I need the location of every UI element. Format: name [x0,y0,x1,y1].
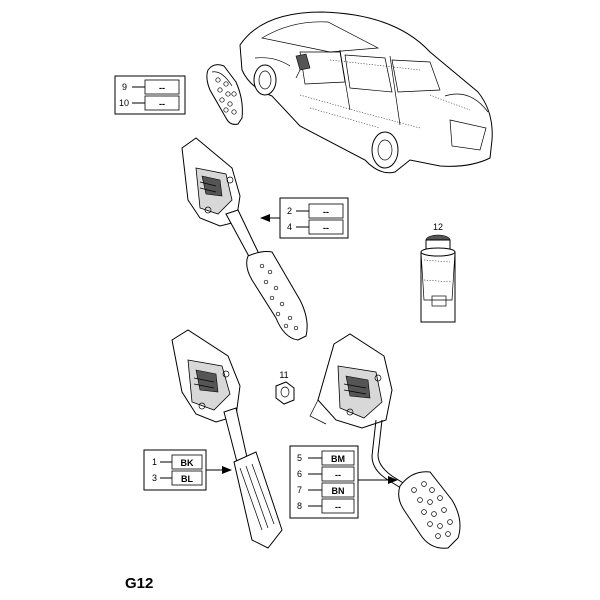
ref-table-lower-left-pedal: 1 3 BK BL [143,449,232,491]
ref-code: BL [181,474,193,484]
ref-code: BM [331,454,345,464]
ref-number: 9 [122,82,127,92]
ref-code: -- [159,83,165,93]
ref-code: BK [181,458,194,468]
ref-code: -- [335,502,341,512]
accelerator-pedal-upper-illustration [181,137,308,341]
ref-code: -- [335,470,341,480]
ref-number: 10 [119,98,129,108]
nut-illustration [275,381,295,405]
grease-tube-illustration [420,234,456,323]
item-number-11: 11 [279,370,288,380]
ref-number: 7 [297,485,302,495]
page-label: G12 [125,575,153,592]
accelerator-pedal-lower-right-illustration [309,333,461,549]
ref-number: 8 [297,501,302,511]
ref-table-pad: 9 10 -- -- [114,75,186,115]
ref-code: -- [159,99,165,109]
ref-code: BN [332,486,345,496]
pedal-pad-illustration [206,64,243,125]
car-illustration [239,11,493,174]
ref-number: 4 [287,222,292,232]
ref-number: 3 [152,473,157,483]
ref-table-upper-pedal: 2 4 -- -- [260,197,349,239]
ref-number: 2 [287,206,292,216]
item-number-12: 12 [433,222,443,232]
ref-code: -- [323,223,329,233]
ref-number: 6 [297,469,302,479]
accelerator-pedal-lower-left-illustration [171,329,283,549]
ref-table-lower-right-pedal: 5 6 7 8 BM -- BN -- [289,445,398,519]
ref-code: -- [323,207,329,217]
ref-number: 1 [152,457,157,467]
ref-number: 5 [297,453,302,463]
